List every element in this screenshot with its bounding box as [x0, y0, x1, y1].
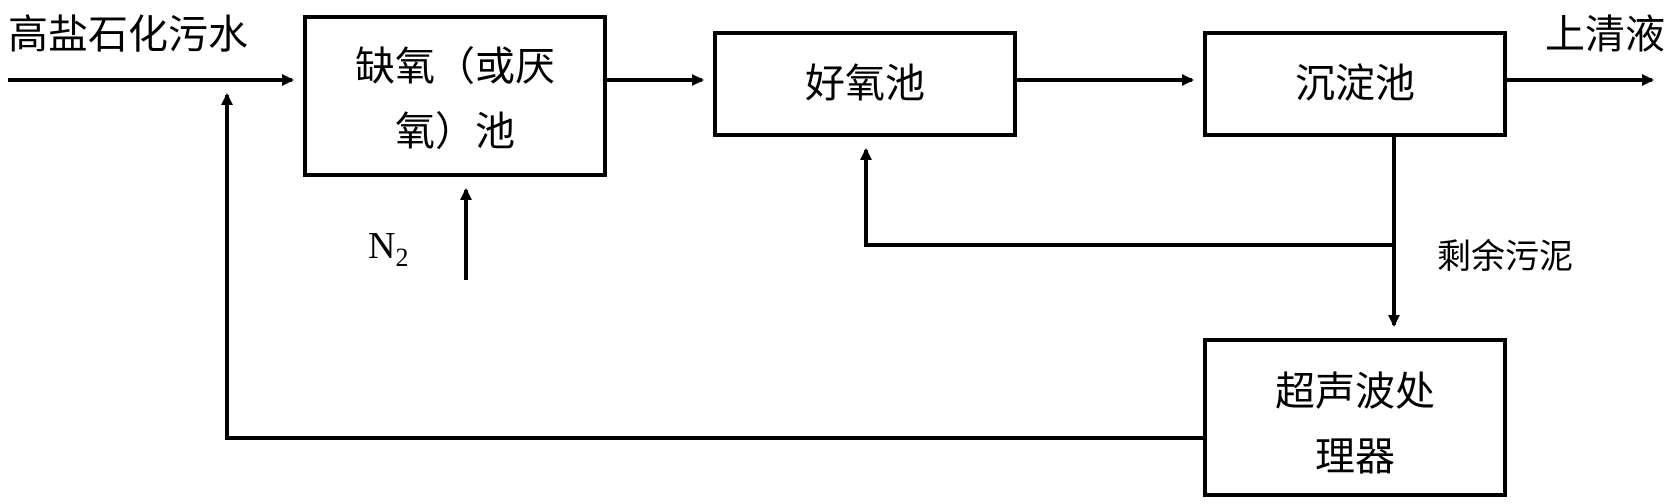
nitrogen-label: N2 [368, 225, 408, 272]
ultrasonic-processor-label-line2: 理器 [1315, 434, 1395, 480]
output-label: 上清液 [1545, 12, 1665, 58]
ultrasonic-processor-label-line1: 超声波处 [1275, 369, 1435, 415]
aerobic-tank-label: 好氧池 [805, 61, 925, 107]
anoxic-tank-box [303, 15, 607, 177]
sedimentation-tank-label: 沉淀池 [1295, 61, 1415, 107]
aerobic-tank-box [713, 31, 1017, 137]
anoxic-tank-label-line2: 氧）池 [395, 109, 515, 155]
anoxic-tank-label-line1: 缺氧（或厌 [355, 44, 555, 90]
ultrasonic-return-arrow [221, 93, 1205, 440]
ultrasonic-processor-box [1203, 338, 1507, 497]
input-label: 高盐石化污水 [8, 12, 248, 58]
residual-sludge-label: 剩余污泥 [1437, 237, 1573, 277]
sedimentation-tank-box [1203, 31, 1507, 137]
sludge-recycle-arrow [860, 148, 1394, 247]
